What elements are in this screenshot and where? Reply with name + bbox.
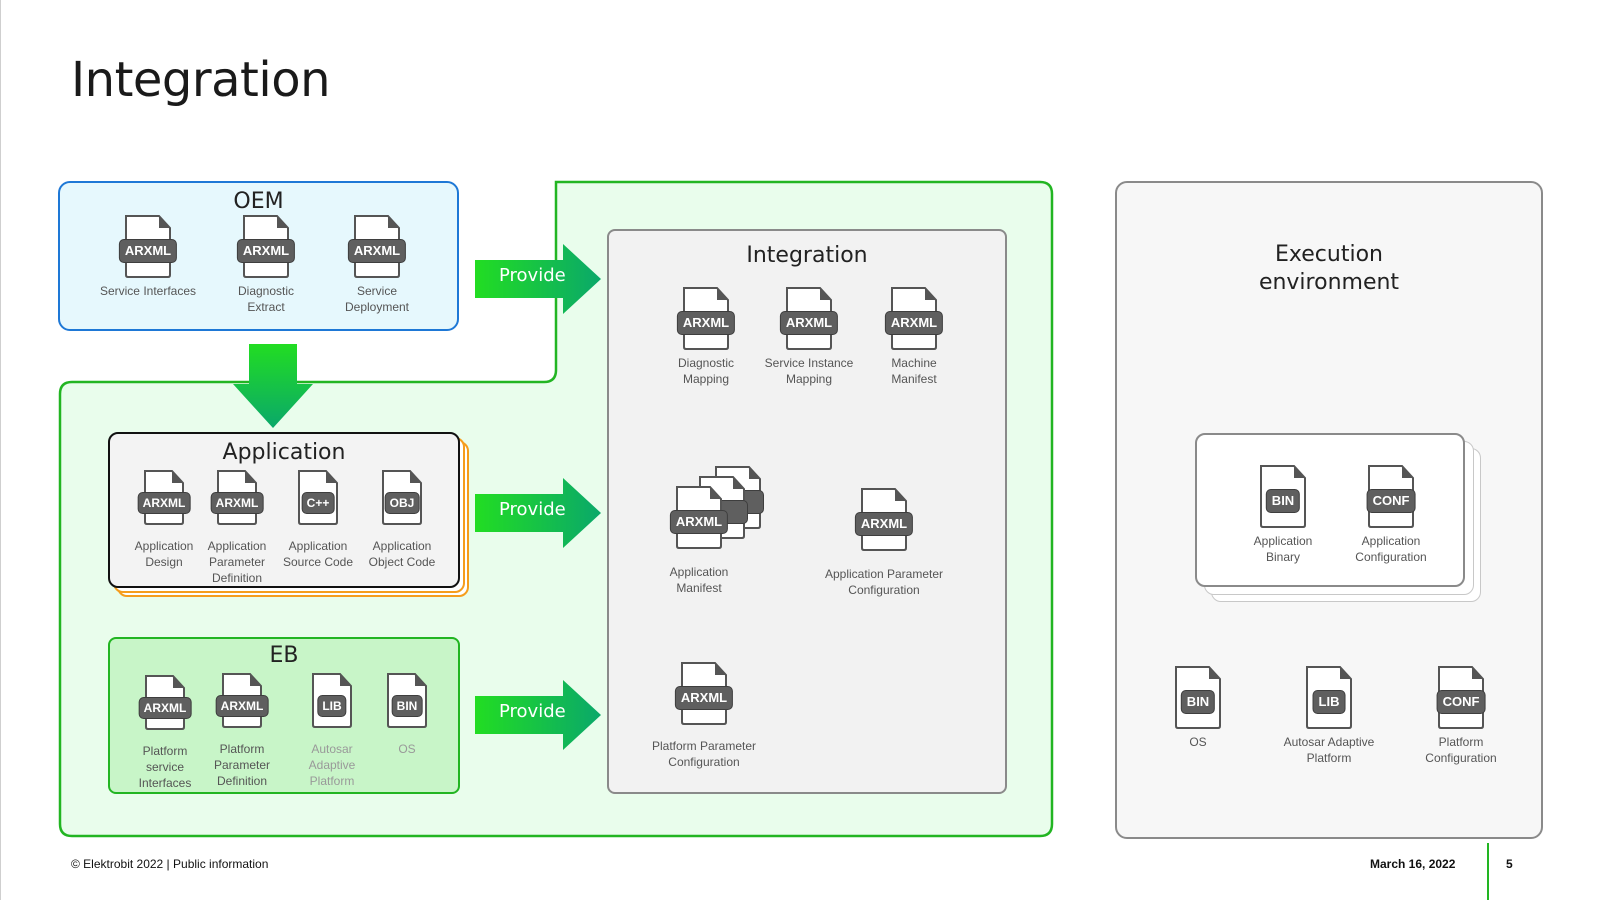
file-type-badge: LIB (1312, 690, 1346, 714)
slide-title: Integration (71, 52, 331, 108)
file-type-badge: ARXML (347, 239, 407, 263)
provide-arrow-application: Provide (475, 478, 601, 553)
file-type-badge: ARXML (854, 512, 914, 536)
file-type-badge: ARXML (884, 311, 944, 335)
file-type-badge: BIN (1180, 690, 1216, 714)
file-type-badge: ARXML (138, 697, 192, 719)
execution-title: Execution environment (1258, 242, 1400, 295)
footer-date: March 16, 2022 (1370, 857, 1456, 871)
page-left-edge (0, 0, 1, 900)
file-type-badge: BIN (391, 695, 423, 717)
down-arrow (233, 344, 313, 428)
file-type-badge: ARXML (669, 510, 729, 534)
integration-title: Integration (746, 243, 868, 268)
execution-app-box (1195, 433, 1465, 587)
eb-title: EB (269, 643, 299, 668)
footer-page-number: 5 (1506, 857, 1513, 871)
oem-title: OEM (233, 189, 284, 214)
file-type-badge: C++ (301, 492, 335, 514)
file-type-badge: LIB (317, 695, 347, 717)
footer-copyright: © Elektrobit 2022 | Public information (71, 857, 269, 871)
provide-label: Provide (499, 265, 566, 286)
file-type-badge: ARXML (676, 311, 736, 335)
file-type-badge: CONF (1366, 489, 1416, 513)
provide-arrow-eb: Provide (475, 680, 601, 755)
file-type-badge: BIN (1265, 489, 1301, 513)
provide-label: Provide (499, 499, 566, 520)
file-type-badge: OBJ (384, 492, 420, 514)
file-type-badge: ARXML (210, 492, 264, 514)
file-type-badge: ARXML (137, 492, 191, 514)
provide-label: Provide (499, 701, 566, 722)
footer-divider (1487, 843, 1489, 900)
file-type-badge: ARXML (118, 239, 178, 263)
file-type-badge: ARXML (215, 695, 269, 717)
provide-arrow-oem: Provide (475, 244, 601, 319)
file-type-badge: ARXML (674, 686, 734, 710)
app-doc-source-code: C++Application Source Code (283, 470, 353, 570)
file-type-badge: CONF (1436, 690, 1486, 714)
application-title: Application (222, 440, 346, 465)
file-type-badge: ARXML (236, 239, 296, 263)
file-type-badge: ARXML (779, 311, 839, 335)
